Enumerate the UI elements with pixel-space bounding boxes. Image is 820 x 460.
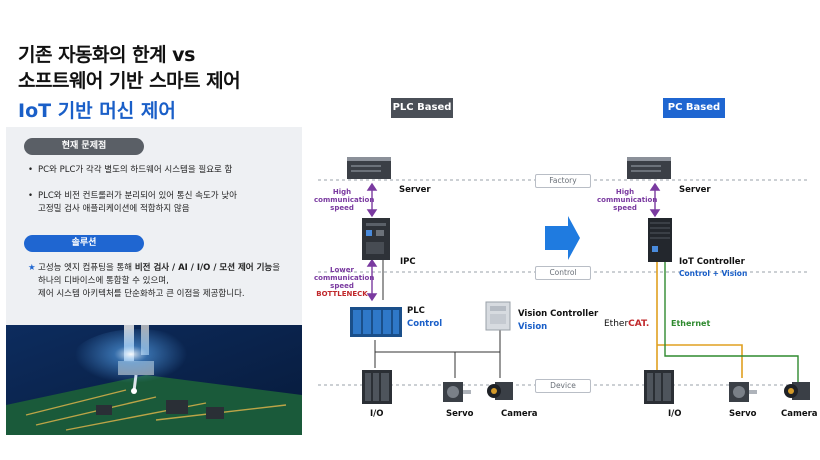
info-panel: 현재 문제점 •PC와 PLC가 각각 별도의 하드웨어 시스템을 필요로 함 …	[6, 127, 302, 325]
vision-controller-icon	[483, 300, 513, 332]
right-servo-label: Servo	[729, 409, 757, 419]
server-icon	[347, 155, 391, 181]
ethercat-label: EtherCAT.	[604, 319, 650, 329]
solution-badge: 솔루션	[24, 235, 144, 252]
title-line-3: IoT 기반 머신 제어	[18, 100, 176, 122]
right-io-label: I/O	[668, 409, 682, 419]
ipc-label: IPC	[400, 257, 416, 267]
io-module-icon	[362, 370, 392, 404]
right-server-label: Server	[679, 185, 711, 195]
zone-factory: Factory	[535, 174, 591, 188]
vision-controller-label: Vision Controller	[518, 309, 599, 319]
left-camera-label: Camera	[501, 409, 538, 419]
camera-icon	[784, 380, 810, 402]
ipc-icon	[356, 218, 396, 260]
io-module-icon	[644, 370, 674, 404]
iot-sublabel: Control + Vision	[679, 269, 748, 278]
left-servo-label: Servo	[446, 409, 474, 419]
pc-based-header: PC Based	[663, 98, 725, 118]
right-camera-label: Camera	[781, 409, 818, 419]
title-line-2: 소프트웨어 기반 스마트 제어	[18, 70, 241, 92]
left-server-label: Server	[399, 185, 431, 195]
camera-icon	[487, 380, 513, 402]
plc-icon	[350, 303, 402, 339]
title-line-1: 기존 자동화의 한계 vs	[18, 44, 195, 66]
machine-vision-photo	[6, 325, 302, 435]
plc-based-header: PLC Based	[391, 98, 453, 118]
plc-sublabel: Control	[407, 319, 443, 329]
vision-sublabel: Vision	[518, 322, 548, 332]
iot-controller-label: IoT Controller	[679, 257, 745, 267]
iot-controller-icon	[645, 218, 675, 262]
left-io-label: I/O	[370, 409, 384, 419]
zone-control: Control	[535, 266, 591, 280]
problem-item: •PC와 PLC가 각각 별도의 하드웨어 시스템을 필요로 함	[28, 165, 233, 175]
server-icon	[627, 155, 671, 181]
plc-label: PLC	[407, 306, 425, 316]
zone-device: Device	[535, 379, 591, 393]
arrow-right-icon	[545, 216, 580, 260]
servo-icon	[443, 378, 471, 404]
ethernet-label: Ethernet	[671, 319, 711, 328]
servo-icon	[729, 378, 757, 404]
solution-text: ★고성능 엣지 컴퓨팅을 통해 비전 검사 / AI / I/O / 모션 제어…	[28, 263, 281, 299]
problem-badge: 현재 문제점	[24, 138, 144, 155]
